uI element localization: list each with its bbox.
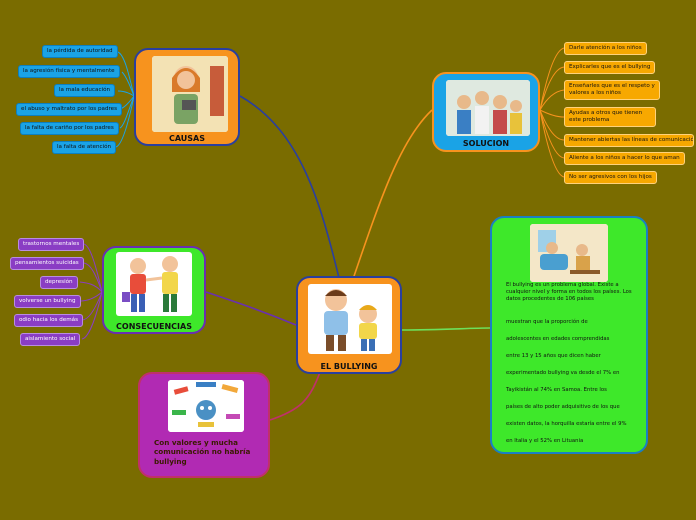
- valores-label: Con valores y mucha comunicación no habr…: [154, 438, 251, 466]
- solucion-item[interactable]: Explicarles que es el bullying: [564, 61, 656, 74]
- solucion-item[interactable]: Ayudas a otros que tienen este problema: [564, 107, 656, 127]
- solucion-label: SOLUCION: [462, 139, 510, 148]
- causas-label: CAUSAS: [168, 134, 206, 143]
- consecuencia-item[interactable]: volverse un bullying: [14, 295, 81, 308]
- info-line: en Italia y el 52% en Lituania: [506, 438, 584, 444]
- causa-item[interactable]: la mala educación: [54, 84, 116, 97]
- consecuencias-label: CONSECUENCIAS: [116, 322, 192, 331]
- solucion-item[interactable]: Aliente a los niños a hacer lo que aman: [564, 152, 685, 165]
- consecuencia-item[interactable]: pensamientos suicidas: [10, 257, 84, 270]
- causa-item[interactable]: la falta de atención: [52, 141, 117, 154]
- causa-item[interactable]: el abuso y maltrato por los padres: [16, 103, 123, 116]
- consecuencia-item[interactable]: depresión: [40, 276, 78, 289]
- info-line: entre 13 y 15 años que dicen haber: [506, 353, 601, 359]
- consecuencia-item[interactable]: trastornos mentales: [18, 238, 85, 251]
- consecuencia-item[interactable]: odio hacia los demás: [14, 314, 83, 327]
- info-line: adolescentes en edades comprendidas: [506, 336, 610, 342]
- causa-item[interactable]: la falta de cariño por los padres: [20, 122, 119, 135]
- consecuencia-item[interactable]: aislamiento social: [20, 333, 81, 346]
- center-label: EL BULLYING: [320, 362, 378, 371]
- consecuencias-node[interactable]: CONSECUENCIAS: [102, 246, 206, 334]
- info-paragraph-1: El bullying es un problema global. Exist…: [506, 282, 632, 302]
- solucion-node[interactable]: SOLUCION: [432, 72, 540, 152]
- consecuencias-illustration: [116, 252, 192, 316]
- center-node[interactable]: EL BULLYING: [296, 276, 402, 374]
- valores-node[interactable]: Con valores y mucha comunicación no habr…: [138, 372, 270, 478]
- causas-node[interactable]: CAUSAS: [134, 48, 240, 146]
- info-line: Tayikistán al 74% en Samoa. Entre los: [506, 387, 607, 393]
- valores-illustration: [168, 380, 244, 432]
- causas-illustration: [152, 56, 228, 132]
- info-line: experimentado bullying va desde el 7% en: [506, 370, 620, 376]
- info-line: existen datos, la horquilla estaría entr…: [506, 421, 627, 427]
- solucion-illustration: [446, 80, 530, 136]
- solucion-item[interactable]: Darle atención a los niños: [564, 42, 647, 55]
- info-illustration: [530, 224, 608, 282]
- info-line: muestran que la proporción de: [506, 319, 588, 325]
- solucion-item[interactable]: Enseñarles que es el respeto y valores a…: [564, 80, 660, 100]
- solucion-item[interactable]: Mantener abiertas las líneas de comunica…: [564, 134, 694, 147]
- bullying-illustration: [308, 284, 392, 354]
- info-node[interactable]: El bullying es un problema global. Exist…: [490, 216, 648, 454]
- causa-item[interactable]: la pérdida de autoridad: [42, 45, 118, 58]
- solucion-item[interactable]: No ser agresivos con los hijos: [564, 171, 657, 184]
- causa-item[interactable]: la agresión física y mentalmente: [18, 65, 120, 78]
- info-line: países de alto poder adquisitivo de los …: [506, 404, 620, 410]
